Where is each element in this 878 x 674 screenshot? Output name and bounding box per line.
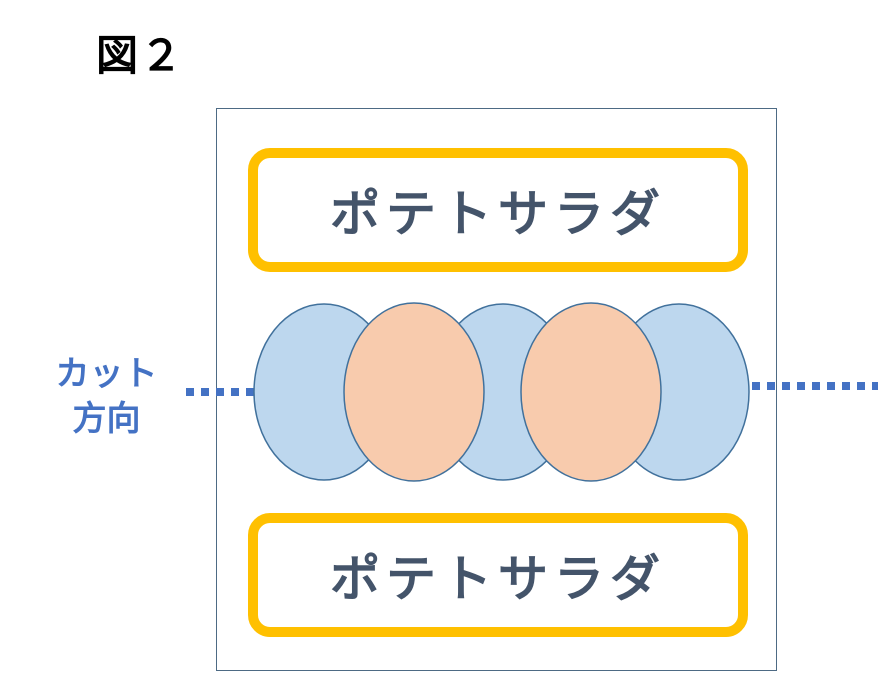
potato-salad-bottom-layer: ポテトサラダ	[248, 513, 748, 637]
cut-label-line2: 方向	[72, 399, 141, 439]
orange-slice-1	[343, 302, 485, 482]
potato-salad-top-layer: ポテトサラダ	[248, 148, 748, 272]
orange-slice-2	[520, 302, 662, 482]
cut-direction-label: カット 方向	[44, 352, 169, 442]
potato-salad-top-label: ポテトサラダ	[330, 185, 666, 243]
cut-label-line1: カット	[55, 354, 158, 394]
potato-salad-bottom-label: ポテトサラダ	[330, 550, 666, 608]
figure-title: 図２	[96, 31, 185, 80]
